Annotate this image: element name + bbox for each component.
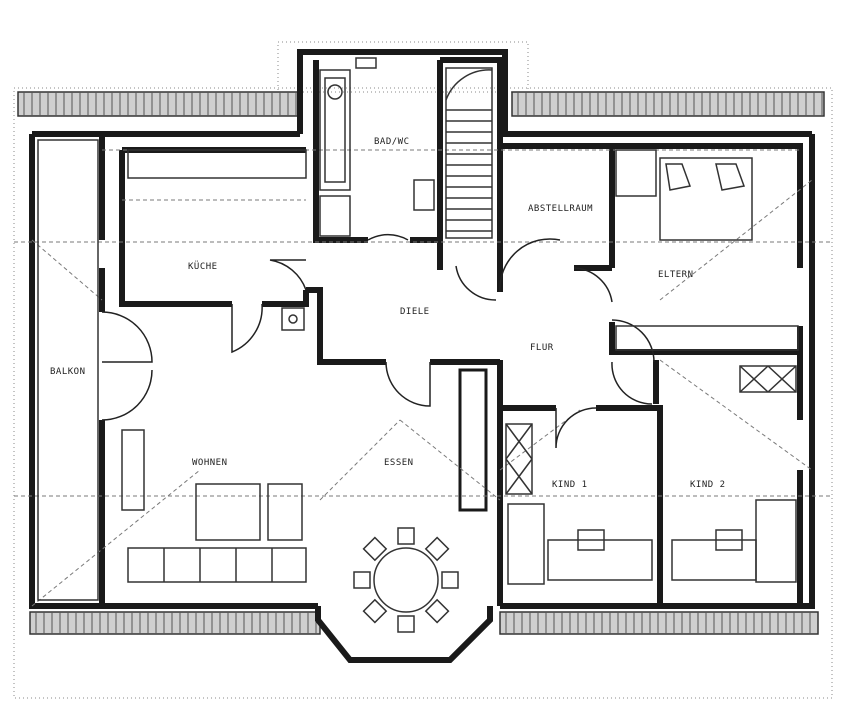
room-label-essen: ESSEN <box>384 458 414 468</box>
dining-chair <box>353 571 371 589</box>
storage-boxes <box>505 365 797 495</box>
dining-chair <box>441 571 459 589</box>
furniture <box>37 57 799 633</box>
room-label-bad: BAD/WC <box>374 137 410 147</box>
room-label-balkon: BALKON <box>50 367 86 377</box>
room-label-kind2: KIND 2 <box>690 480 726 490</box>
dining-chair <box>362 536 388 562</box>
room-label-kueche: KÜCHE <box>188 261 218 272</box>
staircase <box>445 67 493 239</box>
dining-table <box>353 527 459 633</box>
dining-chair <box>362 598 388 624</box>
room-labels: BAD/WC ABSTELLRAUM KÜCHE ELTERN DIELE FL… <box>50 137 726 490</box>
room-label-flur: FLUR <box>530 343 554 353</box>
room-label-eltern: ELTERN <box>658 270 694 280</box>
dining-chair <box>397 615 415 633</box>
dining-chair <box>424 598 450 624</box>
room-label-abstellraum: ABSTELLRAUM <box>528 204 593 214</box>
door-swings <box>101 233 655 449</box>
room-label-diele: DIELE <box>400 307 430 317</box>
dining-chair <box>397 527 415 545</box>
interior-walls <box>99 57 803 606</box>
plan-boundary <box>13 41 833 699</box>
room-label-wohnen: WOHNEN <box>192 458 228 468</box>
roof-tiles <box>17 91 825 635</box>
room-label-kind1: KIND 1 <box>552 480 588 490</box>
dining-chair <box>424 536 450 562</box>
roof-slope-lines <box>14 149 832 607</box>
